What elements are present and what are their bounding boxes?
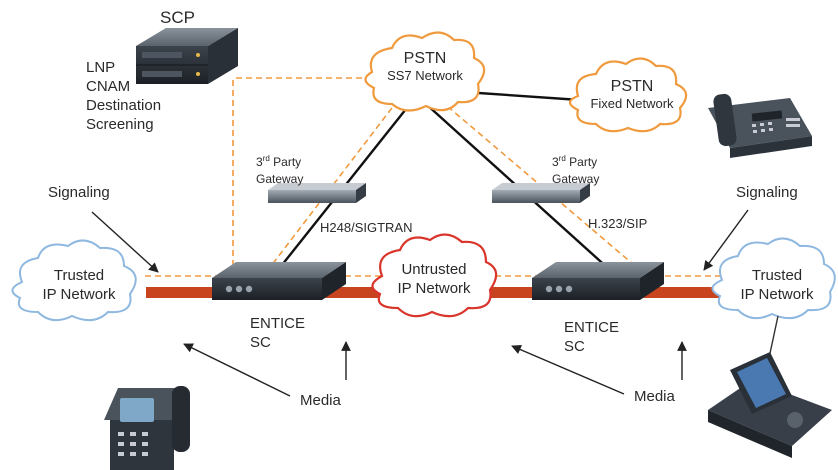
desk-phone-icon: [708, 93, 812, 158]
scp-server-icon: [136, 28, 238, 84]
pstn-ss7-subtitle: SS7 Network: [387, 68, 463, 83]
pstn-ss7-title: PSTN: [403, 50, 447, 67]
trusted-cloud-left: [11, 239, 137, 322]
untrusted-line1: Untrusted: [401, 261, 467, 278]
gateway-left-num: 3: [256, 155, 263, 169]
pstn-to-fixed-link: [463, 90, 581, 102]
pstn-fixed-subtitle: Fixed Network: [590, 96, 674, 111]
gateway-right-icon: [492, 183, 590, 203]
session-controller-right-icon: [532, 262, 664, 300]
pstn-fixed-label: PSTN Fixed Network: [582, 78, 682, 111]
scp-service-destination: Destination: [86, 97, 162, 114]
untrusted-label: Untrusted IP Network: [382, 260, 486, 298]
scp-service-cnam: CNAM: [86, 78, 131, 95]
protocol-right-label: H.323/SIP: [588, 216, 648, 231]
signaling-right-label: Signaling: [736, 184, 798, 201]
media-right-label: Media: [634, 388, 675, 405]
sc-left-line2: SC: [250, 334, 271, 351]
pstn-fixed-title: PSTN: [610, 78, 654, 95]
media-arrow-left-a: [183, 343, 291, 397]
sc-right-line2: SC: [564, 338, 585, 355]
pstn-to-left-gateway-signal: [267, 99, 399, 271]
signaling-arrow-right: [703, 209, 749, 271]
scp-service-screening: Screening: [86, 116, 154, 133]
trusted-right-line2: IP Network: [740, 286, 814, 303]
sc-left-label: ENTICE SC: [250, 314, 305, 352]
gateway-left-icon: [268, 183, 366, 203]
untrusted-cloud: [371, 233, 498, 318]
video-phone-icon: [708, 315, 832, 458]
scp-title: SCP: [160, 8, 195, 27]
gateway-left-label: 3rd Party Gateway: [256, 150, 303, 188]
gateway-right-line1: Party: [565, 155, 598, 169]
trusted-right-label: Trusted IP Network: [722, 266, 832, 304]
scp-service-lnp: LNP: [86, 59, 116, 76]
gateway-right-label: 3rd Party Gateway: [552, 150, 599, 188]
sc-left-line1: ENTICE: [250, 315, 306, 332]
flow-arrows: [91, 209, 749, 397]
gateway-right-line2: Gateway: [552, 172, 600, 186]
gateway-left-line1: Party: [269, 155, 302, 169]
trusted-left-line2: IP Network: [42, 286, 116, 303]
gateway-left-sup: rd: [262, 154, 270, 163]
scp-services-list: LNP CNAM Destination Screening: [86, 58, 161, 134]
signaling-arrow-left: [91, 211, 159, 273]
session-controller-left-icon: [212, 262, 346, 300]
signaling-left-label: Signaling: [48, 184, 110, 201]
protocol-left-label: H248/SIGTRAN: [320, 220, 413, 235]
gateway-right-sup: rd: [558, 154, 566, 163]
untrusted-line2: IP Network: [397, 280, 471, 297]
pstn-ss7-cloud: [364, 31, 486, 112]
trusted-cloud-right: [711, 237, 836, 320]
trusted-left-line1: Trusted: [53, 267, 105, 284]
trusted-right-line1: Trusted: [751, 267, 803, 284]
pstn-fixed-cloud: [568, 57, 688, 133]
gateway-right-num: 3: [552, 155, 559, 169]
media-arrow-right-a: [511, 344, 625, 395]
pstn-ss7-label: PSTN SS7 Network: [380, 50, 470, 83]
trusted-left-label: Trusted IP Network: [24, 266, 134, 304]
gateway-left-line2: Gateway: [256, 172, 304, 186]
sc-right-line1: ENTICE: [564, 319, 620, 336]
sc-right-label: ENTICE SC: [564, 318, 619, 356]
ip-phone-left-icon: [104, 386, 190, 470]
media-left-label: Media: [300, 392, 341, 409]
